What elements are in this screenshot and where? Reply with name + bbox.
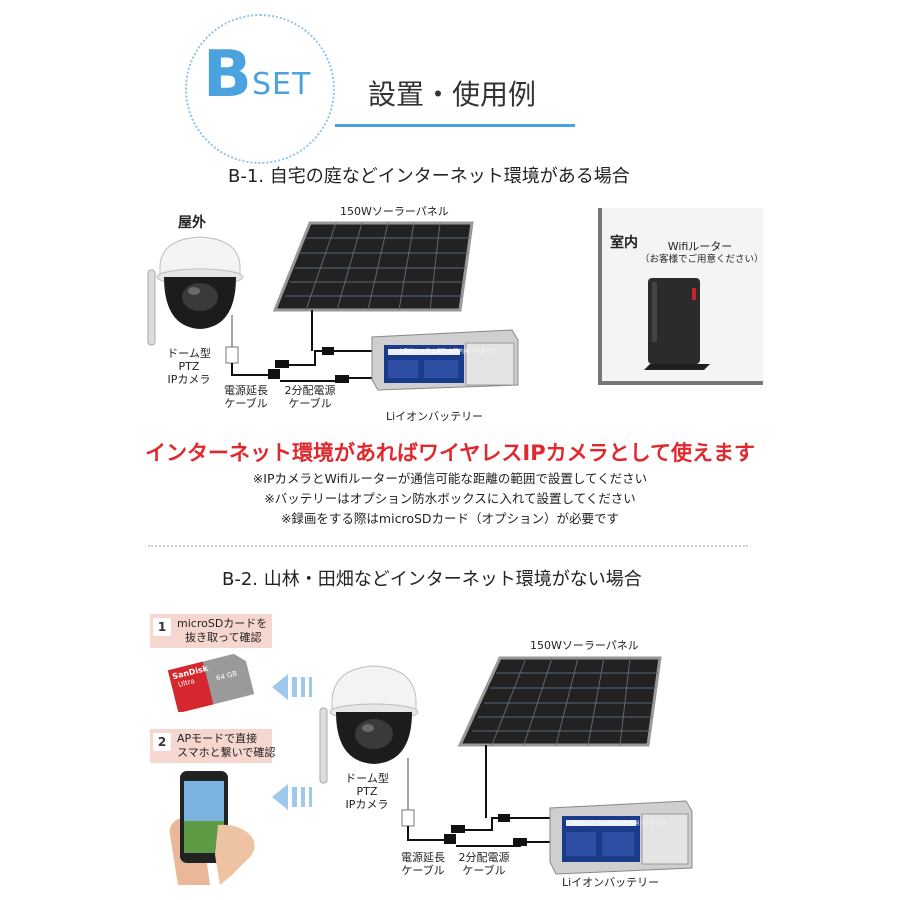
step1-line2: 抜き取って確認 xyxy=(185,631,262,644)
panel-label-2: 150Wソーラーパネル xyxy=(530,639,639,652)
microsd-card-icon xyxy=(167,653,255,712)
note-2: ※バッテリーはオプション防水ボックスに入れて設置してください xyxy=(264,491,636,506)
wifi-router-icon xyxy=(644,278,710,370)
solar-panel-icon-2 xyxy=(457,656,662,747)
logo-circle xyxy=(185,14,335,164)
page-title: 設置・使用例 xyxy=(368,78,537,111)
note-1: ※IPカメラとWifiルーターが通信可能な距離の範囲で設置してください xyxy=(252,471,648,486)
headline: インターネット環境があればワイヤレスIPカメラとして使えます xyxy=(145,441,755,465)
camera2-label-line3: IPカメラ xyxy=(345,798,389,811)
battery-label-2: Liイオンバッテリー xyxy=(562,876,660,889)
battery-icon xyxy=(371,329,519,391)
cable1-label-line1: 電源延長 xyxy=(224,384,268,397)
cable2-2-label-line2: ケーブル xyxy=(462,864,506,877)
camera-label-line1: ドーム型 xyxy=(167,347,211,360)
dome-camera-icon-2 xyxy=(319,665,419,784)
section1-illustration xyxy=(147,221,519,391)
step1-line1: microSDカードを xyxy=(177,617,268,630)
note-3: ※録画をする際はmicroSDカード（オプション）が必要です xyxy=(280,511,620,526)
arrow-left-icon-1 xyxy=(272,674,312,700)
section2-title: B-2. 山林・田畑などインターネット環境がない場合 xyxy=(222,569,642,590)
dome-camera-icon xyxy=(147,236,244,346)
step2-line1: APモードで直接 xyxy=(177,732,258,745)
arrow-left-icon-2 xyxy=(272,784,312,810)
smartphone-icon xyxy=(169,771,255,885)
logo-word: SET xyxy=(252,67,312,102)
cable1-label-line2: ケーブル xyxy=(224,397,268,410)
solar-panel-icon xyxy=(272,221,474,312)
battery-label: Liイオンバッテリー xyxy=(386,410,484,423)
title-underline xyxy=(335,124,575,127)
step2-line2: スマホと繋いで確認 xyxy=(177,746,276,759)
cable2-label-line2: ケーブル xyxy=(288,397,332,410)
router-label: Wifiルーター xyxy=(667,240,733,253)
indoor-label: 室内 xyxy=(610,235,638,251)
battery-plate-text-2: 太陽光システム用防水屋内用バッテリー xyxy=(568,821,667,827)
camera-label-line2: PTZ xyxy=(178,360,200,373)
step1-number: 1 xyxy=(153,618,171,636)
camera-label-line3: IPカメラ xyxy=(167,373,211,386)
battery-plate-text: 太陽光システム用防水屋内用バッテリー xyxy=(398,349,497,355)
camera2-label-line2: PTZ xyxy=(356,785,378,798)
section-divider xyxy=(148,545,748,547)
step2-number: 2 xyxy=(153,733,171,751)
section1-title: B-1. 自宅の庭などインターネット環境がある場合 xyxy=(228,166,630,187)
cable2-label-line1: 2分配電源 xyxy=(284,384,336,397)
router-note: （お客様でご用意ください） xyxy=(640,254,764,265)
cable1-2-label-line1: 電源延長 xyxy=(401,851,445,864)
logo-letter: B xyxy=(203,38,252,112)
cable1-2-label-line2: ケーブル xyxy=(401,864,445,877)
panel-label: 150Wソーラーパネル xyxy=(340,205,449,218)
section2-illustration xyxy=(319,656,693,875)
battery-icon-2 xyxy=(549,800,693,875)
camera2-label-line1: ドーム型 xyxy=(345,772,389,785)
cable2-2-label-line1: 2分配電源 xyxy=(458,851,510,864)
outdoor-label: 屋外 xyxy=(178,215,206,231)
